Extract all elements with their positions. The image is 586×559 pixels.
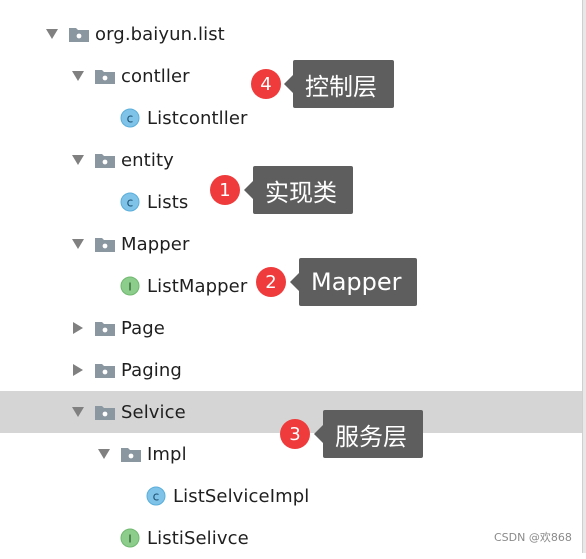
scrollbar-track[interactable] <box>582 0 586 553</box>
tree-item-impl[interactable]: Impl <box>0 433 586 475</box>
class-icon: c <box>120 192 142 212</box>
tree-item-listcontller[interactable]: c Listcontller <box>0 97 586 139</box>
svg-text:c: c <box>127 112 134 126</box>
svg-text:I: I <box>128 533 131 546</box>
callout-tooltip-service: 服务层 <box>314 410 423 458</box>
expand-arrow-icon[interactable] <box>70 236 86 252</box>
tree-item-contller[interactable]: contller <box>0 55 586 97</box>
tree-item-label: contller <box>121 65 190 87</box>
tree-item-mapper[interactable]: Mapper <box>0 223 586 265</box>
package-folder-icon <box>94 151 116 169</box>
tree-item-label: ListMapper <box>147 275 248 297</box>
tree-item-listselviceimpl[interactable]: c ListSelviceImpl <box>0 475 586 517</box>
tree-item-listiselivce[interactable]: I ListiSelivce <box>0 517 586 559</box>
callout-badge-3: 3 <box>280 419 310 449</box>
tree-item-label: Page <box>121 317 165 339</box>
tree-item-label: Mapper <box>121 233 190 255</box>
expand-arrow-icon[interactable] <box>70 152 86 168</box>
class-icon: c <box>120 108 142 128</box>
svg-text:c: c <box>127 196 134 210</box>
tree-item-page[interactable]: Page <box>0 307 586 349</box>
callout-badge-2: 2 <box>256 267 286 297</box>
tree-item-org-baiyun-list[interactable]: org.baiyun.list <box>0 13 586 55</box>
expand-arrow-icon[interactable] <box>96 446 112 462</box>
package-folder-icon <box>94 403 116 421</box>
package-folder-icon <box>120 445 142 463</box>
tree-item-label: Selvice <box>121 401 186 423</box>
interface-icon: I <box>120 276 142 296</box>
expand-arrow-icon[interactable] <box>70 404 86 420</box>
callout-badge-4: 4 <box>251 69 281 99</box>
package-folder-icon <box>94 361 116 379</box>
callout-badge-1: 1 <box>210 175 240 205</box>
expand-arrow-icon[interactable] <box>44 26 60 42</box>
package-folder-icon <box>94 319 116 337</box>
callout-tooltip-controller: 控制层 <box>284 60 394 108</box>
expand-arrow-icon[interactable] <box>70 68 86 84</box>
tree-item-label: Paging <box>121 359 182 381</box>
tree-item-listmapper[interactable]: I ListMapper <box>0 265 586 307</box>
callout-tooltip-entity: 实现类 <box>244 166 353 214</box>
tree-item-label: ListSelviceImpl <box>173 485 310 507</box>
tree-item-label: Impl <box>147 443 187 465</box>
csdn-watermark: CSDN @欢868 <box>494 531 572 544</box>
package-folder-icon <box>94 67 116 85</box>
collapse-arrow-icon[interactable] <box>70 320 86 336</box>
tree-item-label: ListiSelivce <box>147 527 249 549</box>
tree-item-label: org.baiyun.list <box>95 23 225 45</box>
tree-item-label: entity <box>121 149 174 171</box>
tree-item-label: Listcontller <box>147 107 248 129</box>
collapse-arrow-icon[interactable] <box>70 362 86 378</box>
tree-item-paging[interactable]: Paging <box>0 349 586 391</box>
svg-text:I: I <box>128 281 131 294</box>
package-folder-icon <box>68 25 90 43</box>
interface-icon: I <box>120 528 142 548</box>
tree-item-entity[interactable]: entity <box>0 139 586 181</box>
callout-tooltip-mapper: Mapper <box>290 258 417 306</box>
tree-item-label: Lists <box>147 191 189 213</box>
tree-item-lists[interactable]: c Lists <box>0 181 586 223</box>
package-folder-icon <box>94 235 116 253</box>
svg-text:c: c <box>153 490 160 504</box>
class-icon: c <box>146 486 168 506</box>
